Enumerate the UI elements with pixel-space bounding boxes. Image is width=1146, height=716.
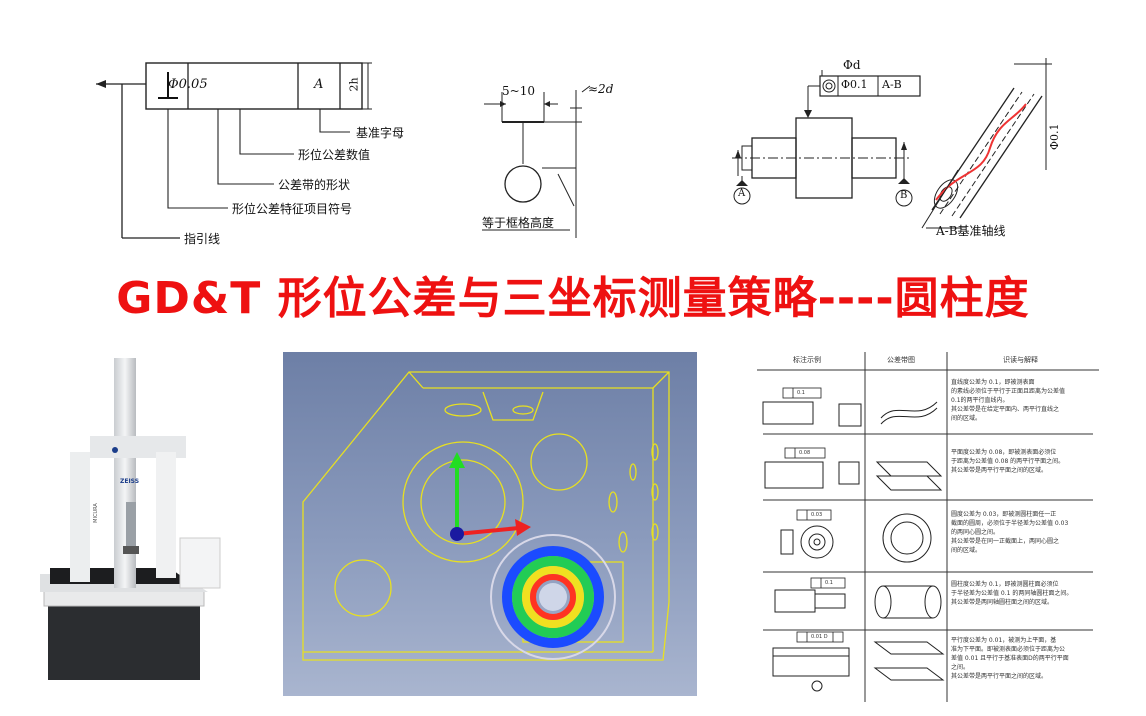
frame-width-label: 5~10 [502,84,535,98]
table-grid [757,352,1099,702]
row5-line: 其公差带是两平行平面之间的区域。 [951,673,1048,680]
cmm-machine-image [40,358,221,680]
label-datum-letter: 基准字母 [356,126,405,140]
label-leader-line: 指引线 [184,232,221,246]
table-header-example: 标注示例 [793,356,821,364]
row5-line: 准为下平面。即被测表面必须位于距离为公 [951,646,1066,653]
row5-frame-value: 0.01 D [811,634,828,640]
row5-line: 差值 0.01 且平行于基准表面D的两平行平面 [951,655,1069,662]
row5-line: 平行度公差为 0.01，被测为上平面，基 [951,637,1057,644]
row3-line: 其公差带是在同一正截面上，两同心圆之 [951,538,1060,545]
coax-zone-label: Φ0.1 [1048,123,1061,150]
coax-axis-caption: A-B基准轴线 [936,224,1006,238]
row3-line: 圆度公差为 0.03，即被测圆柱面任一正 [951,511,1057,518]
row2-line: 平面度公差为 0.08，即被测表面必须位 [951,449,1057,456]
frame-height-text: 2h [347,77,361,92]
frame-datum-text: A [314,77,324,92]
row1-line: 0.1的两平行直线内。 [951,397,1009,404]
frame-tolerance-text: Φ0.05 [168,77,208,92]
row3-line: 截面的圆周，必须位于半径差为公差值 0.03 [951,520,1069,527]
row2-frame-value: 0.08 [799,450,811,456]
row3-line: 间的区域。 [951,547,982,554]
coax-frame-tol: Φ0.1 [841,78,868,91]
frame-height-diagram [482,85,591,238]
cad-model-render [302,371,670,661]
row4-line: 圆柱度公差为 0.1，即被测圆柱面必须位 [951,581,1059,588]
tolerance-table: 标注示例 公差带图 识读与解释 0.1 0.08 0.03 0.1 0.01 D… [757,352,1099,702]
row4-frame-value: 0.1 [825,580,833,586]
row2-line: 于距离为公差值 0.08 的两平行平面之间。 [951,458,1065,465]
row1-line: 其公差带是在给定平面内、两平行直线之 [951,406,1060,413]
label-symbol: 形位公差特征项目符号 [232,202,353,216]
page-title: GD&T 形位公差与三坐标测量策略----圆柱度 [116,273,1030,324]
row1-explanation: 直线度公差为 0.1，即被测表面 的素线必须位于平行于正面且距离为公差值 0.1… [951,378,1097,423]
cmm-brand: ZEISS [120,478,140,485]
row3-explanation: 圆度公差为 0.03，即被测圆柱面任一正 截面的圆周，必须位于半径差为公差值 0… [951,510,1097,555]
cmm-model: MICURA [92,503,99,523]
row2-line: 其公差带是两平行平面之间的区域。 [951,467,1048,474]
coaxiality-diagram [732,58,1052,229]
row3-frame-value: 0.03 [811,512,823,518]
row1-frame-value: 0.1 [797,390,805,396]
row3-line: 的两同心圆之间。 [951,529,1000,536]
row5-line: 之间。 [951,664,970,671]
row1-line: 直线度公差为 0.1，即被测表面 [951,379,1035,386]
label-tolerance-value: 形位公差数值 [298,148,371,162]
coax-frame-datum: A-B [882,78,902,91]
row1-line: 间的区域。 [951,415,982,422]
row1-line: 的素线必须位于平行于正面且距离为公差值 [951,388,1066,395]
coax-datum-a: A [738,188,746,199]
table-header-zone: 公差带图 [887,356,915,364]
row4-explanation: 圆柱度公差为 0.1，即被测圆柱面必须位 于半径差为公差值 0.1 的两同轴圆柱… [951,580,1097,607]
cad-viewport [283,352,697,696]
coax-dim-label: Φd [843,58,861,72]
frame-anatomy-diagram [96,62,372,239]
row2-explanation: 平面度公差为 0.08，即被测表面必须位 于距离为公差值 0.08 的两平行平面… [951,448,1097,475]
frame-gap-label: ≈2d [588,82,614,96]
label-zone-shape: 公差带的形状 [278,178,351,192]
row4-line: 其公差带是两同轴圆柱面之间的区域。 [951,599,1054,606]
row4-line: 于半径差为公差值 0.1 的两同轴圆柱面之间。 [951,590,1073,597]
frame-height-caption: 等于框格高度 [482,216,555,230]
coax-datum-b: B [900,190,908,201]
table-header-explanation: 识读与解释 [1003,356,1038,364]
row5-explanation: 平行度公差为 0.01，被测为上平面，基 准为下平面。即被测表面必须位于距离为公… [951,636,1097,681]
